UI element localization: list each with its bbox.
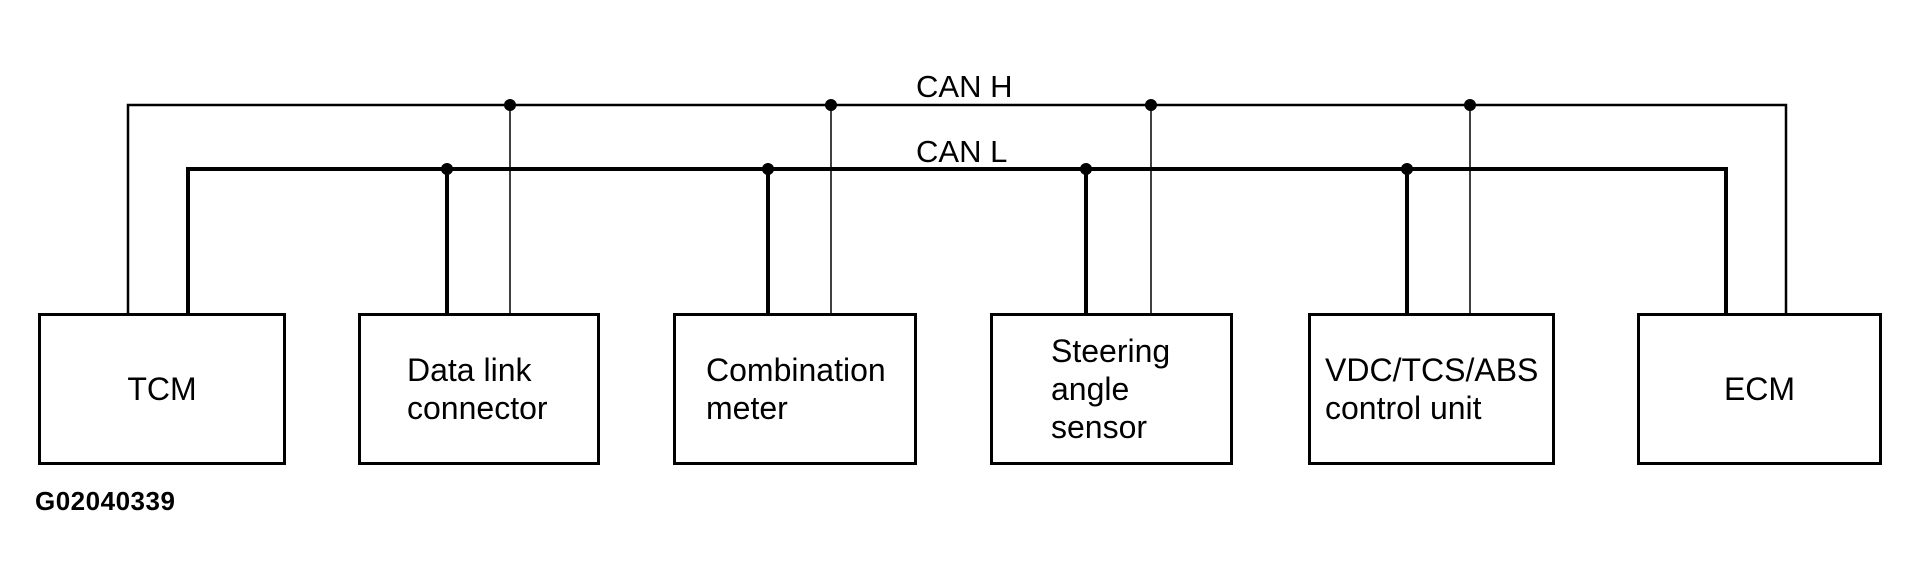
node-label-ecm: ECM bbox=[1723, 371, 1796, 407]
node-label-data-link-connector: Data link connector bbox=[407, 352, 548, 426]
junction-dot bbox=[825, 99, 837, 111]
junction-dot bbox=[1464, 99, 1476, 111]
junction-dot bbox=[441, 163, 453, 175]
node-label-tcm: TCM bbox=[127, 371, 197, 407]
node-box-vdc-tcs-abs-control-unit: VDC/TCS/ABS control unit bbox=[1308, 313, 1555, 465]
can-h-bus-line bbox=[126, 103, 1788, 313]
node-label-vdc-tcs-abs-control-unit: VDC/TCS/ABS control unit bbox=[1325, 352, 1539, 426]
can-l-bus-line bbox=[186, 167, 1728, 313]
can-l-bus-label: CAN L bbox=[916, 134, 1008, 169]
node-label-combination-meter: Combination meter bbox=[706, 352, 886, 426]
can-h-bus-label: CAN H bbox=[916, 69, 1013, 104]
figure-code: G02040339 bbox=[35, 486, 176, 516]
junction-dot bbox=[1145, 99, 1157, 111]
node-box-combination-meter: Combination meter bbox=[673, 313, 917, 465]
junction-dot bbox=[1401, 163, 1413, 175]
node-box-tcm: TCM bbox=[38, 313, 286, 465]
node-box-data-link-connector: Data link connector bbox=[358, 313, 600, 465]
junction-dot bbox=[504, 99, 516, 111]
node-box-steering-angle-sensor: Steering angle sensor bbox=[990, 313, 1233, 465]
node-box-ecm: ECM bbox=[1637, 313, 1882, 465]
junction-dot bbox=[762, 163, 774, 175]
node-label-steering-angle-sensor: Steering angle sensor bbox=[1051, 333, 1171, 445]
junction-dot bbox=[1080, 163, 1092, 175]
